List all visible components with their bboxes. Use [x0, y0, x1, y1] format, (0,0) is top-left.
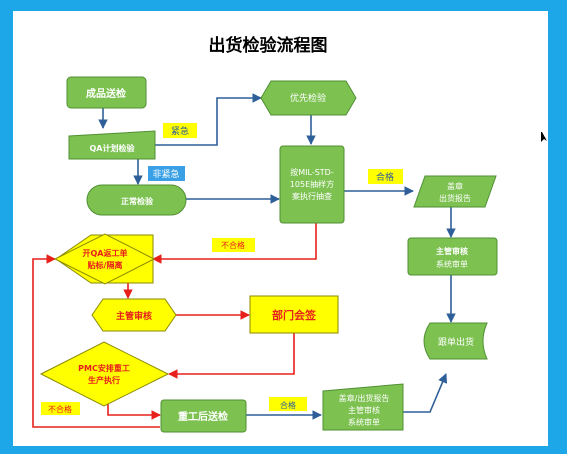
label-fail1-bg: [212, 238, 255, 252]
node-mil-line2: 105E抽样方: [290, 179, 334, 189]
arrow-qa-to-yxjy: [155, 93, 262, 146]
node-gdcc-text: 跟单出货: [438, 336, 474, 348]
node-pmc-line1: PMC安排重工: [78, 363, 130, 373]
label-urgent: 紧急: [171, 125, 189, 137]
node-cghsj-text: 重工后送检: [178, 410, 228, 423]
label-urgent-bg: [163, 123, 197, 138]
node-gz-line1: 盖章: [447, 181, 463, 191]
node-bmhq-text: 部门会签: [272, 308, 317, 322]
node-gzcb-line1: 盖章/出货报告: [339, 393, 390, 403]
node-zgsh: [407, 237, 498, 276]
node-yxjy-text: 优先检验: [290, 92, 326, 104]
arrow-mil-to-kqa-fail: [152, 223, 317, 264]
node-cghsj: [160, 399, 247, 433]
node-gz-line2: 出货报告: [439, 193, 471, 203]
label-fail2: 不合格: [48, 404, 72, 414]
label-fail1: 不合格: [221, 240, 245, 250]
label-pass1: 合格: [376, 171, 394, 183]
node-pmc-line2: 生产执行: [88, 375, 120, 385]
node-mil-line1: 按MIL-STD-: [290, 167, 334, 177]
node-zgshy-text: 主管审核: [116, 310, 152, 322]
node-gzcb-line3: 系统审单: [348, 417, 380, 427]
node-gz: [413, 175, 497, 208]
node-gdcc: [423, 322, 488, 360]
arrow-gzcb-to-gdcc: [403, 373, 448, 413]
node-kqa-line2: 贴标/隔离: [88, 260, 123, 270]
label-pass2-bg: [269, 397, 307, 411]
arrow-bmhq-to-pmc: [168, 333, 295, 379]
label-pass1-bg: [368, 169, 403, 184]
label-pass2: 合格: [280, 400, 296, 410]
page-title: 出货检验流程图: [209, 35, 328, 56]
node-kqa-shape: [53, 233, 156, 285]
node-gzcb: [322, 383, 404, 431]
arrow-pmc-to-cghsj: [107, 404, 161, 420]
node-zcjy: [86, 184, 187, 216]
flowchart-svg: 出货检验流程图 成品送检 QA计划检验 优先检验 正常检验 按MIL-STD- …: [32, 35, 547, 433]
node-zcjy-text: 正常检验: [121, 196, 154, 206]
label-fail2-bg: [41, 402, 80, 415]
node-qa: [68, 130, 156, 160]
node-cpsj-text: 成品送检: [86, 87, 126, 100]
node-gzcb-line2: 主管审核: [348, 405, 380, 415]
node-pmc: [39, 341, 170, 407]
node-mil-line3: 案执行抽查: [292, 191, 332, 201]
node-cpsj: [66, 76, 147, 109]
mouse-pointer-icon: [541, 132, 547, 142]
node-zgsh-line2: 系统审单: [436, 259, 468, 269]
label-not-urgent: 非紧急: [152, 168, 179, 180]
node-qa-text: QA计划检验: [90, 143, 136, 153]
node-mil: [279, 145, 345, 224]
node-yxjy: [260, 80, 357, 116]
flowchart-canvas: 出货检验流程图 成品送检 QA计划检验 优先检验 正常检验 按MIL-STD- …: [13, 11, 548, 446]
label-not-urgent-bg: [148, 166, 185, 181]
node-zgsh-line1: 主管审核: [436, 246, 468, 256]
arrow-cghsj-to-kqa-fail: [32, 254, 160, 428]
node-kqa-line1: 开QA返工单: [83, 248, 128, 258]
node-zgshy: [91, 298, 177, 332]
node-bmhq: [249, 295, 339, 334]
